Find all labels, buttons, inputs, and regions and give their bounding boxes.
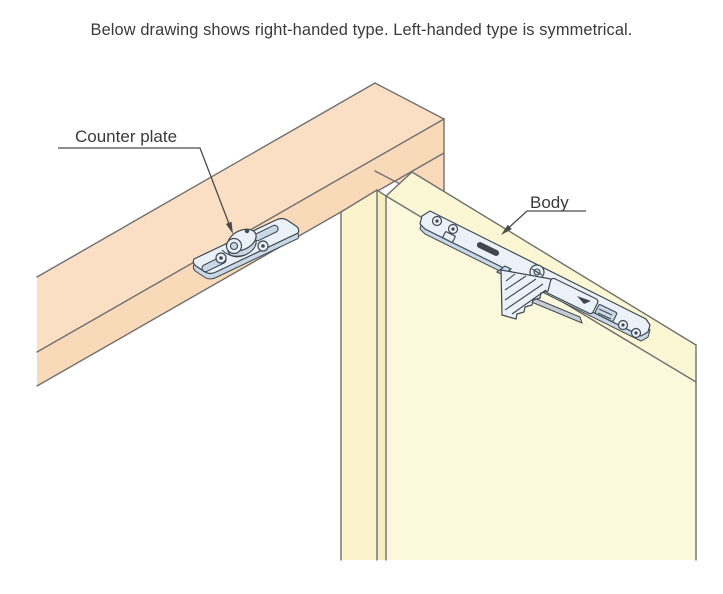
counter-plate-callout: Counter plate — [58, 127, 233, 234]
body-slot — [476, 242, 500, 256]
counter-plate-pin — [244, 228, 250, 234]
body-catch-arm — [495, 265, 552, 320]
door-left-edge-face — [341, 190, 377, 560]
body-arrowhead — [501, 224, 512, 235]
body-catch-arm-hatch — [504, 273, 547, 315]
body-label: Body — [530, 193, 569, 212]
door-panel — [340, 171, 697, 561]
beam-top-face — [37, 83, 444, 352]
counter-plate-arrowhead — [225, 221, 233, 234]
door-stile-face — [377, 190, 386, 560]
counter-plate-label: Counter plate — [75, 127, 177, 146]
counter-plate-drawing — [192, 217, 300, 280]
body-printed-arrow — [577, 296, 591, 304]
counter-plate-boss — [221, 228, 257, 258]
body-stamp — [594, 304, 618, 322]
drawing-note: Below drawing shows right-handed type. L… — [90, 21, 633, 39]
body-callout: Body — [501, 193, 586, 235]
body-adjust-clip — [442, 231, 456, 243]
door-front-face — [386, 196, 696, 560]
body-drawing — [419, 210, 651, 342]
